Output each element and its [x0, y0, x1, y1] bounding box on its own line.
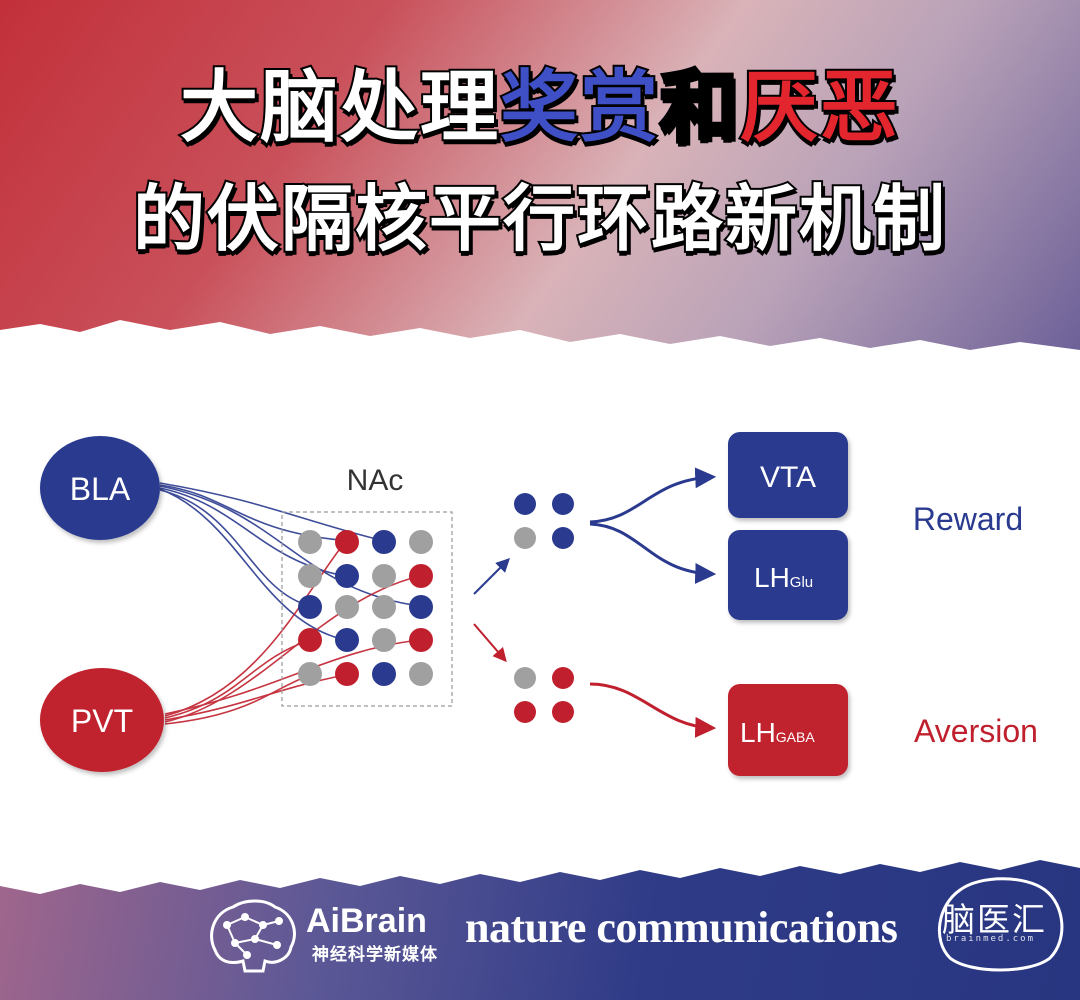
- title-reward-word: 奖赏: [498, 61, 660, 155]
- title-line-1: 大脑处理奖赏和厌恶: [0, 58, 1080, 158]
- nac-label: NAc: [347, 464, 404, 497]
- aibrain-subtitle: 神经科学新媒体: [312, 945, 438, 965]
- neuron-red: [298, 628, 322, 652]
- aversion-label: Aversion: [914, 713, 1038, 749]
- reward-neuron-cluster: [514, 493, 574, 549]
- title-line-2: 的伏隔核平行环路新机制: [131, 175, 947, 263]
- neuron-red: [335, 662, 359, 686]
- brainmed-label: 脑医汇: [942, 900, 1047, 939]
- neuron-gray: [372, 564, 396, 588]
- neuron-gray: [409, 662, 433, 686]
- nac-neuron-grid: [298, 530, 433, 686]
- arrow-to-vta: [589, 467, 717, 524]
- bla-node: [40, 436, 160, 540]
- neuron-blue: [409, 595, 433, 619]
- neuron-gray: [335, 595, 359, 619]
- arrow-to-lhgaba: [589, 682, 717, 738]
- lhgaba-label: LHGABA: [740, 717, 815, 748]
- neuron-blue: [372, 662, 396, 686]
- neuron-blue: [335, 628, 359, 652]
- neuron-red: [409, 564, 433, 588]
- reward-label: Reward: [913, 501, 1023, 537]
- neuron-gray: [372, 595, 396, 619]
- neuron-gray: [298, 530, 322, 554]
- neuron-blue: [372, 530, 396, 554]
- neuron-gray: [298, 662, 322, 686]
- aibrain-brand: AiBrain: [306, 902, 427, 940]
- arrow-to-lhglu: [589, 522, 717, 584]
- nac-region-box: [281, 511, 453, 707]
- neuron-gray: [298, 564, 322, 588]
- vta-label: VTA: [760, 461, 816, 494]
- neuron-blue: [298, 595, 322, 619]
- journal-name: nature communications: [465, 903, 898, 952]
- neuron-gray: [372, 628, 396, 652]
- lhglu-box: [728, 530, 848, 620]
- bla-label: BLA: [70, 471, 131, 507]
- vta-box: [728, 432, 848, 518]
- neuron-gray: [409, 530, 433, 554]
- neuron-blue: [335, 564, 359, 588]
- lhglu-label: LHGlu: [754, 562, 813, 593]
- title-and-word: 和: [658, 61, 741, 155]
- brainmed-badge-icon: [937, 877, 1064, 972]
- aibrain-logo-icon: [210, 899, 296, 973]
- arrow-to-blue-cluster: [473, 558, 510, 595]
- title-aversion-word: 厌恶: [738, 61, 901, 155]
- pvt-label: PVT: [71, 703, 133, 739]
- title-line-1-part: 大脑处理: [178, 61, 500, 155]
- arrow-to-red-cluster: [473, 623, 507, 663]
- aversion-neuron-cluster: [514, 667, 574, 723]
- neuron-red: [335, 530, 359, 554]
- brainmed-url: brainmed.com: [946, 934, 1036, 944]
- pvt-node: [40, 668, 164, 772]
- neuron-red: [409, 628, 433, 652]
- lhgaba-box: [728, 684, 848, 776]
